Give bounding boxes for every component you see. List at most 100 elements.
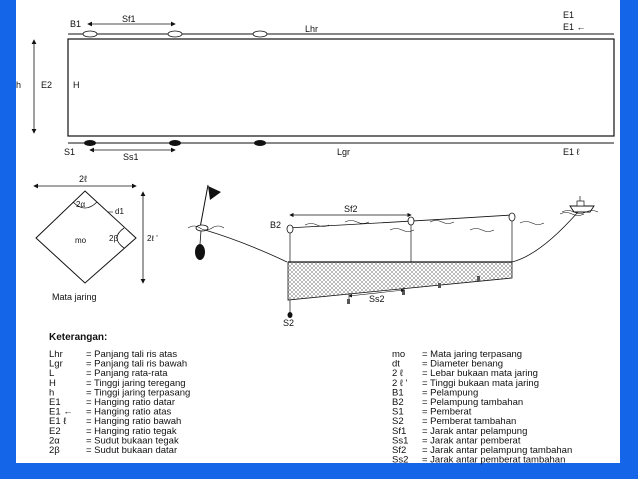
label-b1: B1	[70, 19, 81, 29]
label-mo: mo	[75, 236, 87, 245]
label-b2: B2	[270, 220, 281, 230]
label-e1-ell: E1 ℓ	[563, 147, 581, 157]
label-ss2: Ss2	[369, 294, 385, 304]
alpha-arc	[72, 201, 98, 209]
legend-description: = Hanging ratio bawah	[86, 416, 181, 427]
legend-symbol: E1 ℓ	[49, 416, 67, 427]
legend-symbol: B1	[392, 387, 404, 398]
legend-description: = Panjang tali ris atas	[86, 349, 177, 360]
label-mesh-caption: Mata jaring	[52, 292, 97, 302]
legend-description: = Sudut bukaan tegak	[86, 435, 179, 446]
net-panel-top-view: Sf1 B1 Lhr E1 E1 ← L h E2 H	[16, 10, 615, 162]
legend-description: = Hanging ratio tegak	[86, 426, 177, 437]
anchor-line-left	[199, 230, 202, 245]
legend-symbol: 2 ℓ '	[392, 378, 408, 389]
label-sf1: Sf1	[122, 14, 136, 24]
flag-pole	[199, 184, 209, 229]
legend-symbol: Ss1	[392, 435, 408, 446]
legend-title: Keterangan:	[49, 332, 107, 343]
legend-symbol: L	[49, 368, 54, 379]
surface-float-line	[286, 214, 513, 229]
legend-description: = Jarak antar pelampung	[422, 426, 527, 437]
anchor-left	[195, 244, 205, 260]
sinker-s2	[402, 290, 405, 295]
legend-symbol: B2	[392, 397, 404, 408]
float-b2	[508, 212, 516, 222]
label-h: h	[16, 80, 21, 90]
label-h-cap: H	[73, 80, 80, 90]
legend-symbol: E1 ←	[49, 407, 73, 418]
blue-frame-left	[0, 0, 16, 479]
legend-description: = Lebar bukaan mata jaring	[422, 368, 538, 379]
legend-symbol: 2β	[49, 445, 60, 456]
label-mesh-width: 2ℓ	[79, 174, 88, 184]
float-b1	[252, 30, 268, 38]
label-alpha: 2α	[76, 200, 85, 209]
sinker-s2	[347, 299, 350, 304]
sinker-s2	[477, 276, 480, 281]
label-lhr: Lhr	[305, 24, 318, 34]
label-s2: S2	[283, 318, 294, 328]
legend-description: = Jarak antar pelampung tambahan	[422, 445, 572, 456]
legend-symbol: 2 ℓ	[392, 368, 404, 379]
label-d1: d1	[115, 207, 124, 216]
legend-symbol: dt	[392, 359, 400, 370]
legend-symbol: Lgr	[49, 359, 63, 370]
blue-frame-bottom	[0, 463, 638, 479]
label-beta: 2β	[109, 234, 118, 243]
legend-description: = Panjang rata-rata	[86, 368, 168, 379]
sea-surface	[304, 212, 585, 232]
label-e2: E2	[41, 80, 52, 90]
legend-description: = Hanging ratio atas	[86, 407, 172, 418]
sinker-s1	[84, 140, 96, 146]
legend-symbol: Sf2	[392, 445, 406, 456]
float-b1	[167, 30, 183, 38]
legend-description: = Tinggi bukaan mata jaring	[422, 378, 539, 389]
legend-description: = Sudut bukaan datar	[86, 445, 177, 456]
legend-symbol: S2	[392, 416, 404, 427]
beta-arc	[116, 227, 125, 249]
legend-symbol: H	[49, 378, 56, 389]
flag	[208, 186, 221, 200]
legend: Keterangan: Lhr = Panjang tali ris atasLg…	[49, 332, 572, 466]
legend-description: = Panjang tali ris bawah	[86, 359, 187, 370]
legend-symbol: Lhr	[49, 349, 63, 360]
legend-description: = Mata jaring terpasang	[422, 349, 522, 360]
legend-description: = Pelampung	[422, 387, 478, 398]
float-b1	[82, 30, 98, 38]
legend-symbol: Sf1	[392, 426, 406, 437]
float-b2	[407, 216, 415, 226]
sinker-s1	[254, 140, 266, 146]
legend-description: = Pelampung tambahan	[422, 397, 523, 408]
legend-symbol: S1	[392, 407, 404, 418]
ss2-dimension	[348, 288, 405, 298]
label-s1: S1	[64, 147, 75, 157]
legend-symbol: h	[49, 387, 54, 398]
net-rectangle	[67, 38, 615, 137]
legend-description: = Jarak antar pemberat	[422, 435, 521, 446]
sinker-s2	[287, 312, 293, 318]
mesh-diamond	[35, 190, 137, 284]
rope-left	[204, 229, 288, 263]
set-net-illustration: B2 Sf2 S2 Ss2	[187, 184, 599, 328]
mesh-detail: 2ℓ 2α d1 mo 2β 2ℓ ' Mata jaring	[33, 174, 158, 302]
legend-symbol: Ss2	[392, 455, 408, 466]
label-sf2: Sf2	[344, 204, 358, 214]
legend-symbol: E1	[49, 397, 61, 408]
float-b2	[286, 224, 294, 234]
legend-description: = Tinggi jaring terpasang	[86, 387, 190, 398]
marker-buoy	[195, 224, 209, 232]
rope-right	[511, 211, 579, 263]
legend-symbol: 2α	[49, 435, 60, 446]
label-e1-arrow: E1 ←	[563, 22, 586, 32]
legend-symbol: mo	[392, 349, 405, 360]
legend-symbol: E2	[49, 426, 61, 437]
sinker-s2	[438, 283, 441, 288]
sinker-s1	[169, 140, 181, 146]
legend-description: = Pemberat tambahan	[422, 416, 516, 427]
label-mesh-height: 2ℓ '	[147, 234, 158, 243]
